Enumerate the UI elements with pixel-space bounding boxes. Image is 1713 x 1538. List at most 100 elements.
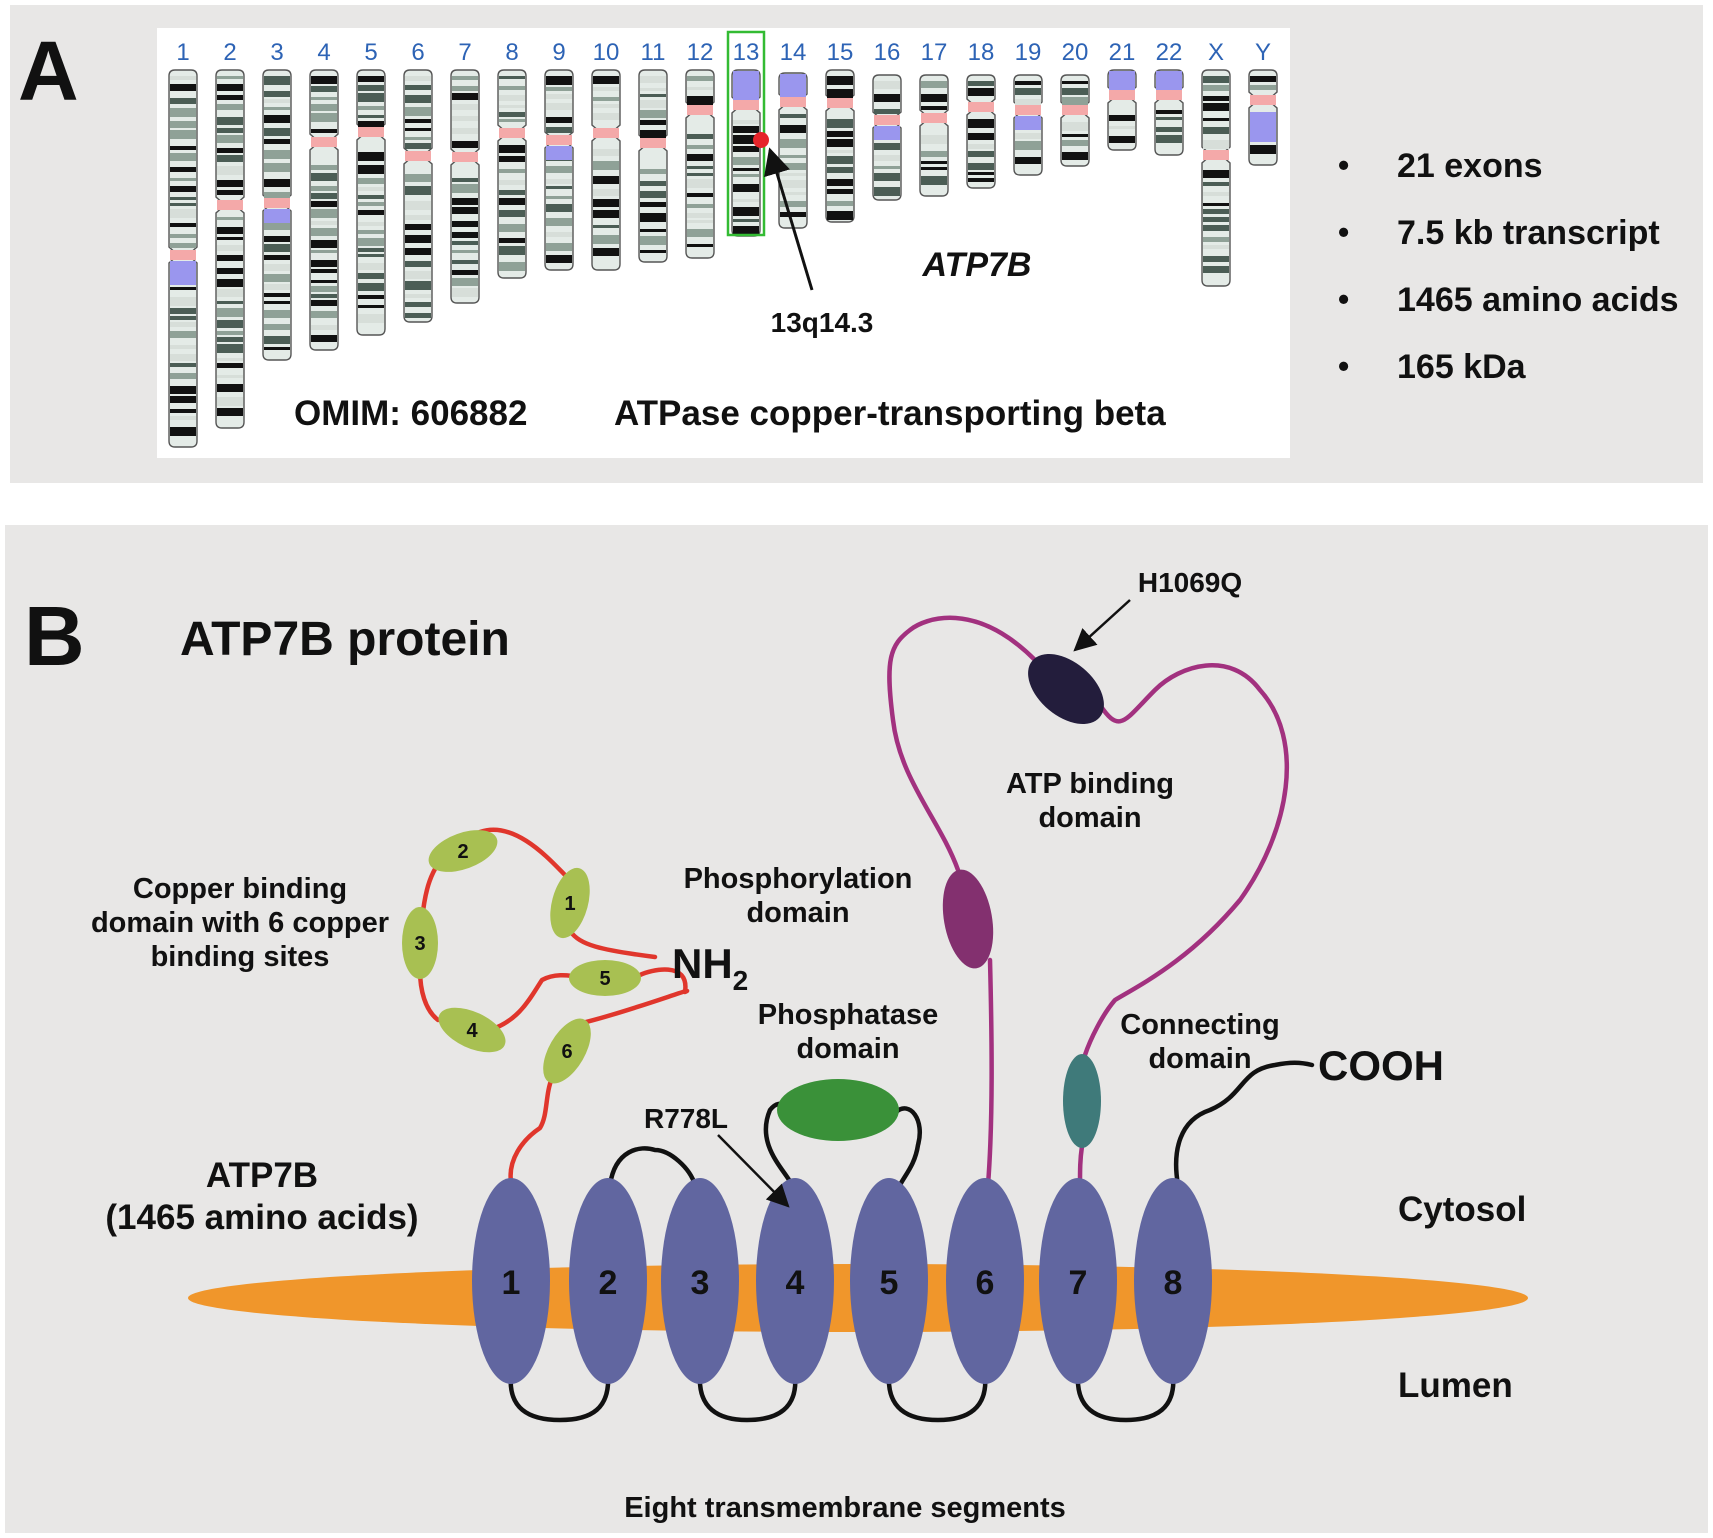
chromosome-band xyxy=(921,161,947,164)
chromosome-band xyxy=(1062,81,1088,84)
chromosome-band xyxy=(452,207,478,214)
gene-facts-list: • 21 exons • 7.5 kb transcript • 1465 am… xyxy=(1338,147,1679,386)
chromosome-band xyxy=(264,284,290,290)
chromosome-outline xyxy=(403,69,433,323)
chromosome xyxy=(872,74,902,201)
tm-helix xyxy=(946,1178,1024,1384)
chromosome-band xyxy=(968,119,994,128)
chromosome-band xyxy=(827,150,853,153)
chromosome-band xyxy=(733,174,759,177)
chromosome-band xyxy=(264,163,290,172)
chromosome-band xyxy=(217,331,243,335)
atp-binding-subdomain xyxy=(1028,653,1104,725)
protein-name-label: ATP7B (1465 amino acids) xyxy=(105,1156,418,1237)
centromere xyxy=(311,137,337,147)
c-terminus-label: COOH xyxy=(1318,1042,1444,1089)
chromosome-band xyxy=(311,129,337,133)
chromosome-number: 3 xyxy=(270,39,283,66)
chromosome-band xyxy=(170,130,196,139)
chromosome-band xyxy=(311,209,337,218)
chromosome-band xyxy=(827,167,853,173)
chromosome-band xyxy=(546,94,572,99)
chromosome-band xyxy=(311,221,337,225)
chromosome-band xyxy=(452,198,478,205)
chromosome-band xyxy=(170,167,196,172)
copper-site-number: 4 xyxy=(466,1020,478,1042)
chromosome-band xyxy=(733,184,759,192)
chromosome-outline xyxy=(638,69,668,263)
tm-segment-number: 3 xyxy=(691,1264,710,1302)
chromosome-number: 18 xyxy=(968,39,995,66)
chromosome-band xyxy=(452,250,478,253)
chromosome-band xyxy=(640,169,666,174)
copper-label-line: domain with 6 copper xyxy=(91,907,389,939)
fact-bullet: • xyxy=(1338,281,1349,317)
phosphatase-label-line: Phosphatase xyxy=(758,999,939,1031)
chromosome-band xyxy=(217,166,243,175)
locus-arrow xyxy=(764,147,814,291)
chromosome-band xyxy=(640,236,666,245)
heterochromatin-block xyxy=(170,261,196,285)
chromosome-band xyxy=(968,88,994,96)
chromosome-band xyxy=(264,274,290,282)
chromosome-band xyxy=(170,354,196,361)
chromosome-band xyxy=(968,178,994,182)
chromosome-band xyxy=(546,243,572,251)
chromosome xyxy=(309,69,339,351)
tm-segment: 8 xyxy=(1134,1178,1212,1384)
chromosome-band xyxy=(217,279,243,287)
chromosome-band xyxy=(264,139,290,144)
tm-helix xyxy=(472,1178,550,1384)
chromosome-band xyxy=(1203,76,1229,83)
phosphorylation-label-line: domain xyxy=(746,897,849,929)
locus-label: 13q14.3 xyxy=(771,307,874,338)
chromosome-band xyxy=(1062,122,1088,131)
chromosome-band xyxy=(452,221,478,227)
chromosome-band xyxy=(170,209,196,218)
chromosome-band xyxy=(311,300,337,306)
chromosome-band xyxy=(452,232,478,238)
tm-segment: 6 xyxy=(946,1178,1024,1384)
chromosome-band xyxy=(780,201,806,207)
chromosome-band xyxy=(780,173,806,176)
fact-transcript: 7.5 kb transcript xyxy=(1397,214,1660,252)
chromosome-number: X xyxy=(1208,39,1224,66)
chromosome-band xyxy=(311,165,337,170)
chromosome-band xyxy=(593,248,619,256)
chromosome-band xyxy=(358,115,384,118)
c-terminal-tail xyxy=(1173,1060,1315,1188)
chromosome-band xyxy=(405,128,431,131)
chromosome-number: 15 xyxy=(827,39,854,66)
chromosome-band xyxy=(264,192,290,201)
centromere xyxy=(405,151,431,161)
chromosome-band xyxy=(499,145,525,153)
chromosome-band xyxy=(264,221,290,230)
chromosome-band xyxy=(170,243,196,248)
chromosome-band xyxy=(1203,96,1229,101)
chromosome-band xyxy=(264,76,290,85)
chromosome-band xyxy=(358,273,384,279)
chromosome-band xyxy=(1203,170,1229,178)
centromere xyxy=(733,100,759,110)
tm-helix xyxy=(661,1178,739,1384)
chromosome-band xyxy=(311,260,337,267)
chromosome-band xyxy=(499,156,525,162)
centromere xyxy=(499,128,525,138)
protein-backbone xyxy=(417,615,1315,1423)
copper-site-number: 5 xyxy=(599,968,610,990)
chromosome-band xyxy=(1062,152,1088,160)
chromosome-band xyxy=(546,103,572,110)
panel-b-letter: B xyxy=(24,589,85,683)
tm-segment-number: 2 xyxy=(599,1264,618,1302)
chromosome-band xyxy=(874,81,900,89)
centromere xyxy=(921,113,947,123)
tm-helix xyxy=(569,1178,647,1384)
centromere xyxy=(593,128,619,138)
chromosome-number: 19 xyxy=(1015,39,1042,66)
chromosome-band xyxy=(1015,157,1041,164)
chromosome xyxy=(544,69,574,271)
tm-segment-number: 5 xyxy=(880,1264,899,1302)
